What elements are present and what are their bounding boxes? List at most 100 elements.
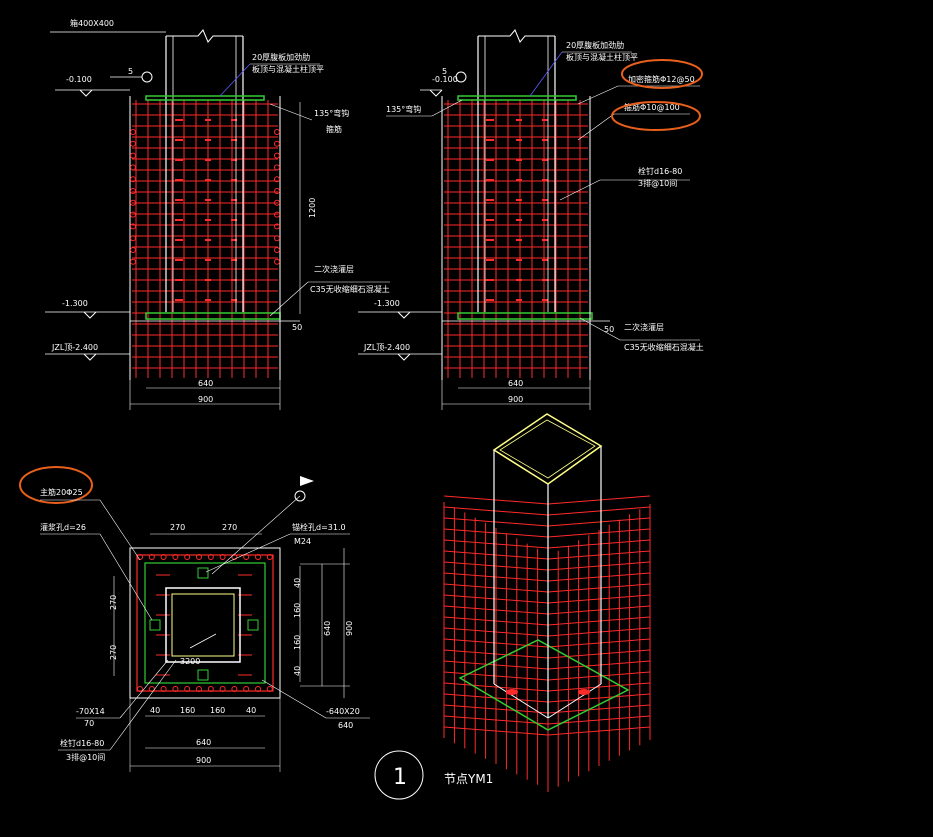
main-bar: [130, 152, 136, 159]
detail-title: 节点YM1: [444, 772, 493, 786]
plan-note-hole: 灌浆孔d=26: [40, 522, 86, 532]
left-axis-num: 5: [128, 67, 133, 76]
main-bar: [130, 258, 136, 265]
right-note-hoop: 箍筋Φ10@100: [624, 102, 680, 112]
right-top-stiffener: [457, 95, 577, 101]
plan-dim-r-40b: 40: [293, 666, 302, 676]
right-note-hook: 135°弯钩: [386, 104, 421, 114]
main-bar: [196, 686, 202, 692]
main-bar: [274, 188, 280, 194]
plan-leader: [261, 679, 327, 719]
plan-anchor-bolt: [247, 619, 259, 631]
right-leader: [431, 99, 463, 117]
main-bar: [130, 176, 136, 183]
main-bar: [207, 554, 214, 560]
plan-section-mark: [294, 490, 306, 502]
main-bar: [243, 554, 250, 560]
right-base-plate: [457, 312, 593, 320]
plan-hoop: [136, 554, 274, 692]
plan-leader: [189, 633, 217, 649]
left-note-grout-2: C35无收缩细石混凝土: [310, 284, 390, 294]
left-level-symbol: [79, 89, 93, 97]
plan-flag-icon: [300, 476, 314, 486]
plan-dim-b-160a: 160: [180, 706, 195, 715]
main-bar: [231, 686, 238, 692]
right-level-symbol: [429, 89, 443, 97]
plan-note-base-plate: -640X20: [326, 707, 360, 716]
main-bar: [219, 554, 226, 560]
right-rebar-cage: [444, 100, 588, 378]
plan-dim-r-160a: 160: [293, 603, 302, 618]
plan-dim-b-40b: 40: [246, 706, 256, 715]
right-leader: [559, 179, 601, 201]
left-leader: [269, 103, 313, 121]
plan-note-plate-small: -70X14: [76, 707, 105, 716]
main-bar: [266, 686, 273, 692]
left-level-mid: -1.300: [62, 299, 88, 308]
right-note-stiff-2: 板顶与混凝土柱顶平: [566, 52, 638, 62]
main-bar: [274, 140, 280, 147]
main-bar: [184, 554, 191, 560]
left-leader: [219, 63, 251, 97]
left-note-grout-1: 二次浇灌层: [314, 264, 354, 274]
main-bar: [274, 211, 280, 218]
right-break-line: [478, 29, 555, 43]
main-bar: [148, 554, 155, 560]
plan-anchor-bolt: [197, 669, 209, 681]
main-bar: [130, 129, 136, 135]
iso-hoop: [547, 495, 651, 505]
main-bar: [130, 140, 136, 147]
iso-column-top-inner: [499, 419, 596, 479]
detail-number: 1: [393, 765, 407, 790]
plan-dim-top-270b: 270: [222, 523, 237, 532]
right-note-stiff-1: 20厚腹板加劲肋: [566, 40, 624, 50]
plan-note-stud-2: 3排@10间: [66, 752, 105, 762]
right-level-symbol: [397, 311, 411, 319]
plan-note-anchor-size: M24: [294, 537, 311, 546]
plan-dim-top-270a: 270: [170, 523, 185, 532]
main-bar: [274, 152, 280, 159]
right-level-symbol: [397, 353, 411, 361]
plan-dim-b-40a: 40: [150, 706, 160, 715]
iso-hoop: [443, 495, 549, 505]
left-level-symbol: [83, 353, 97, 361]
main-bar: [130, 247, 136, 253]
main-bar: [274, 258, 280, 265]
main-bar: [274, 199, 280, 206]
right-note-stud-1: 栓钉d16-80: [638, 166, 682, 176]
main-bar: [207, 686, 214, 692]
plan-anchor-bolt: [197, 567, 209, 579]
main-bar: [172, 554, 179, 560]
main-bar: [274, 176, 280, 183]
right-note-grout-1: 二次浇灌层: [624, 322, 664, 332]
main-bar: [274, 235, 280, 242]
right-dim-640: 640: [508, 379, 523, 388]
left-leader: [269, 281, 309, 317]
highlight-circle: [19, 466, 93, 504]
left-level-symbol: [83, 311, 97, 319]
left-section: 箱400X400 -0.100 5 20厚腹板加劲肋 板顶与混凝土柱顶平 135…: [45, 18, 390, 410]
main-bar: [274, 129, 280, 135]
iso-column-edge: [547, 683, 602, 719]
main-bar: [274, 247, 280, 253]
main-bar: [137, 686, 143, 692]
right-level-mid: -1.300: [374, 299, 400, 308]
iso-base-plate: [458, 639, 630, 731]
plan-box-inner: [171, 593, 235, 657]
plan-section-line: [211, 495, 301, 575]
main-bar: [130, 188, 136, 194]
left-level-bottom: JZL顶-2.400: [51, 343, 98, 352]
iso-hoop: [547, 517, 651, 527]
plan-dim-b-640: 640: [196, 738, 211, 747]
iso-hoop: [547, 506, 651, 516]
iso-rebar-cage: [443, 495, 651, 792]
plan-note-stud-1: 栓钉d16-80: [60, 738, 104, 748]
right-leader: [577, 85, 619, 105]
detail-title-block: 1 节点YM1: [374, 750, 493, 800]
plan-dim-b-160b: 160: [210, 706, 225, 715]
main-bar: [130, 235, 136, 242]
main-bar: [243, 686, 250, 692]
plan-dim-b-900: 900: [196, 756, 211, 765]
plan-note-640: 640: [338, 721, 353, 730]
